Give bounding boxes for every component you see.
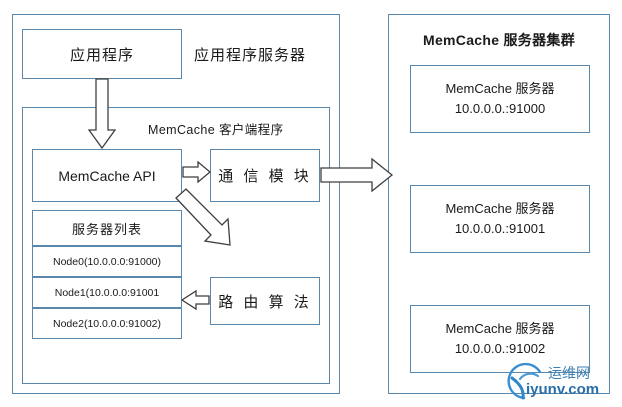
memcache-server-address: 10.0.0.0.:91002 [454,341,546,356]
memcache-server-box: MemCache 服务器 10.0.0.0.:91002 [410,305,590,373]
memcache-client-title: MemCache 客户端程序 [148,123,284,137]
memcache-server-address: 10.0.0.0.:91000 [454,101,546,116]
server-list-item: Node2(10.0.0.0:91002) [32,308,182,339]
server-list-item: Node1(10.0.0.0:91001 [32,277,182,308]
memcache-server-box: MemCache 服务器 10.0.0.0.:91001 [410,185,590,253]
server-list-item: Node0(10.0.0.0:91000) [32,246,182,277]
communication-module-box: 通 信 模 块 [210,149,320,202]
routing-algorithm-box: 路 由 算 法 [210,277,320,325]
server-list-header: 服务器列表 [32,210,182,246]
memcache-api-box: MemCache API [32,149,182,202]
memcache-server-name: MemCache 服务器 [445,200,555,216]
application-server-title: 应用程序服务器 [194,47,307,64]
memcache-server-name: MemCache 服务器 [445,320,555,336]
application-program-box: 应用程序 [22,29,182,79]
memcache-server-box: MemCache 服务器 10.0.0.0.:91000 [410,65,590,133]
memcache-server-name: MemCache 服务器 [445,80,555,96]
memcache-cluster-title: MemCache 服务器集群 [422,32,575,48]
memcache-server-address: 10.0.0.0.:91001 [454,221,546,236]
